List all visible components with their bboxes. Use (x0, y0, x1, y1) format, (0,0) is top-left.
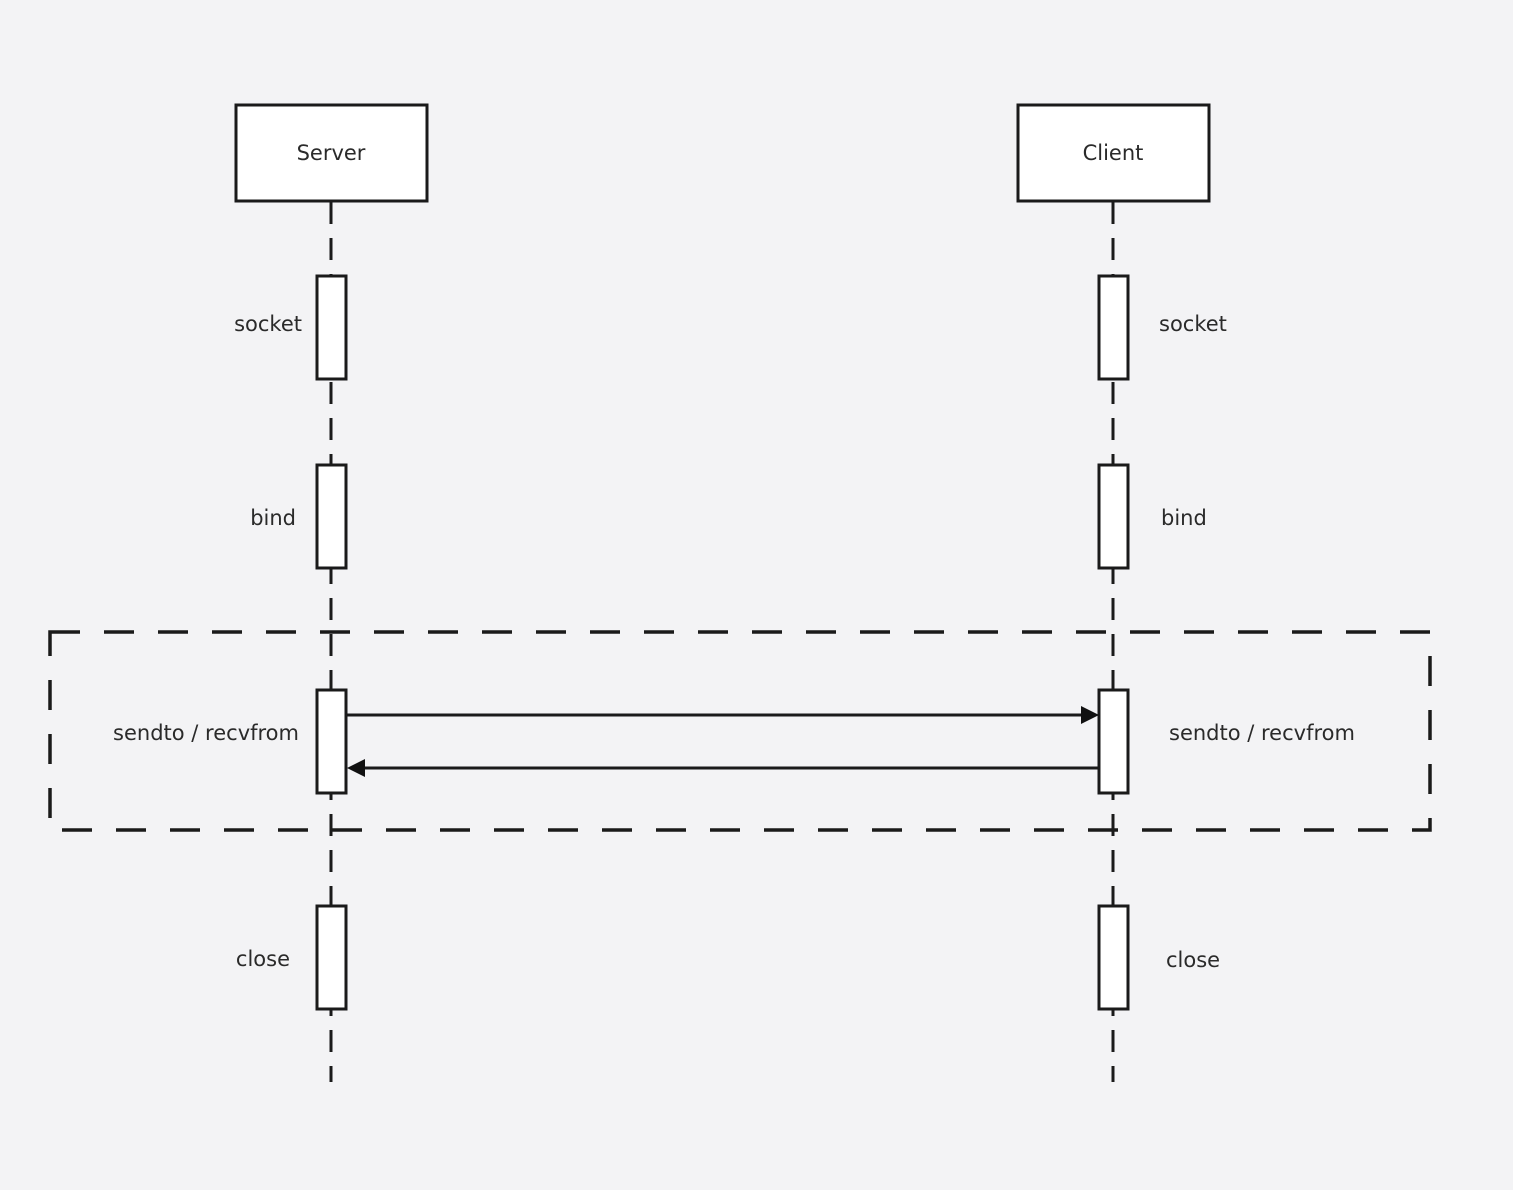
client-header-box (1016, 103, 1211, 203)
arrow-left-icon (347, 759, 365, 777)
server-close-label: close (236, 947, 290, 971)
server-socket-label: socket (234, 312, 302, 336)
client-socket-activation (1097, 274, 1130, 381)
loop-frame (48, 630, 1432, 832)
server-header-box (234, 103, 429, 203)
server-sendto-recvfrom-label: sendto / recvfrom (113, 721, 299, 745)
server-label: Server (297, 141, 366, 165)
server-bind-label: bind (250, 506, 296, 530)
client-bind-label: bind (1161, 506, 1207, 530)
server-to-client-message (346, 706, 1099, 724)
client-sendto-recvfrom-label: sendto / recvfrom (1169, 721, 1355, 745)
client-bind-activation (1097, 463, 1130, 570)
client-to-server-message (347, 759, 1099, 777)
server-bind-activation (315, 463, 348, 570)
server-participant: Server (234, 103, 429, 203)
client-label: Client (1083, 141, 1144, 165)
client-close-label: close (1166, 948, 1220, 972)
server-close-activation (315, 904, 348, 1011)
client-socket-label: socket (1159, 312, 1227, 336)
server-sendto-activation (315, 688, 348, 795)
client-close-activation (1097, 904, 1130, 1011)
server-socket-activation (315, 274, 348, 381)
client-participant: Client (1016, 103, 1211, 203)
arrow-right-icon (1081, 706, 1099, 724)
client-sendto-activation (1097, 688, 1130, 795)
